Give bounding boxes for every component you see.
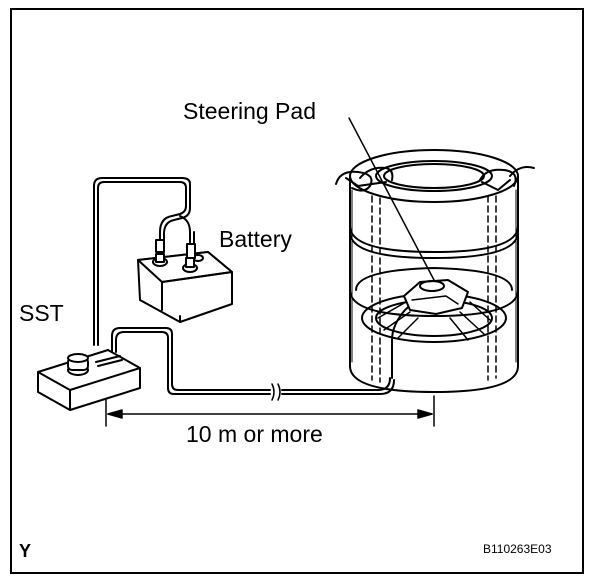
distance-label: 10 m or more — [186, 421, 323, 447]
sst-power-cable — [93, 177, 191, 346]
steering-pad-label: Steering Pad — [183, 98, 316, 124]
battery-cables — [155, 191, 196, 259]
distance-dimension — [105, 395, 435, 427]
sst-to-pad-cable — [111, 295, 421, 401]
tire-stack — [335, 149, 535, 393]
steering-pad-leader — [348, 117, 435, 281]
sst-label: SST — [19, 300, 64, 326]
figure-code: B110263E03 — [483, 542, 552, 556]
sst-device — [37, 349, 141, 411]
corner-mark: Y — [19, 541, 32, 561]
battery — [137, 251, 233, 323]
figure-frame — [10, 8, 584, 574]
battery-label: Battery — [219, 226, 292, 252]
